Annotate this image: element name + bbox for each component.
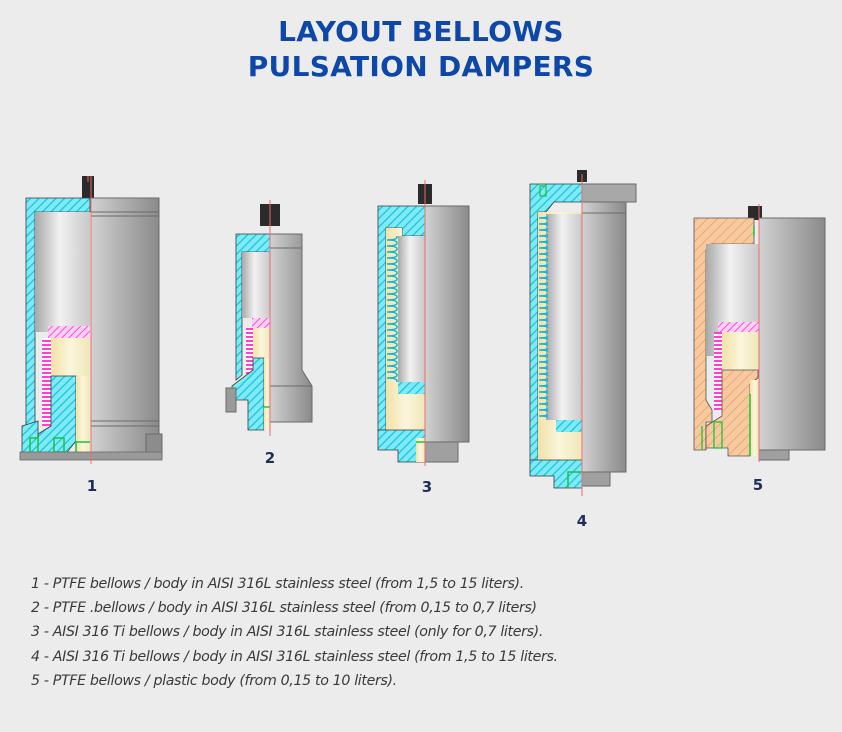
damper-diagram-5 bbox=[693, 204, 826, 462]
legend-item-1: 1 - PTFE bellows / body in AISI 316L sta… bbox=[31, 576, 524, 592]
diagram-number-4: 4 bbox=[576, 512, 588, 530]
damper-diagram-3 bbox=[377, 180, 470, 466]
legend-item-2: 2 - PTFE .bellows / body in AISI 316L st… bbox=[31, 600, 537, 617]
legend-item-4: 4 - AISI 316 Ti bellows / body in AISI 3… bbox=[31, 648, 558, 665]
title-line-1: LAYOUT BELLOWS bbox=[278, 15, 564, 48]
diagram-number-2: 2 bbox=[264, 449, 276, 467]
diagram-number-1: 1 bbox=[86, 477, 98, 495]
diagram-number-5: 5 bbox=[752, 476, 764, 494]
damper-diagram-4 bbox=[529, 170, 637, 496]
page-title: LAYOUT BELLOWS PULSATION DAMPERS bbox=[0, 14, 842, 84]
legend-item-5: 5 - PTFE bellows / plastic body (from 0,… bbox=[31, 672, 397, 689]
diagram-number-3: 3 bbox=[421, 478, 433, 496]
damper-diagram-2 bbox=[225, 200, 313, 436]
damper-diagram-1 bbox=[19, 176, 163, 464]
legend-item-3: 3 - AISI 316 Ti bellows / body in AISI 3… bbox=[31, 624, 543, 641]
title-line-2: PULSATION DAMPERS bbox=[247, 50, 595, 83]
legend-list: 1 - PTFE bellows / body in AISI 316L sta… bbox=[31, 572, 558, 693]
